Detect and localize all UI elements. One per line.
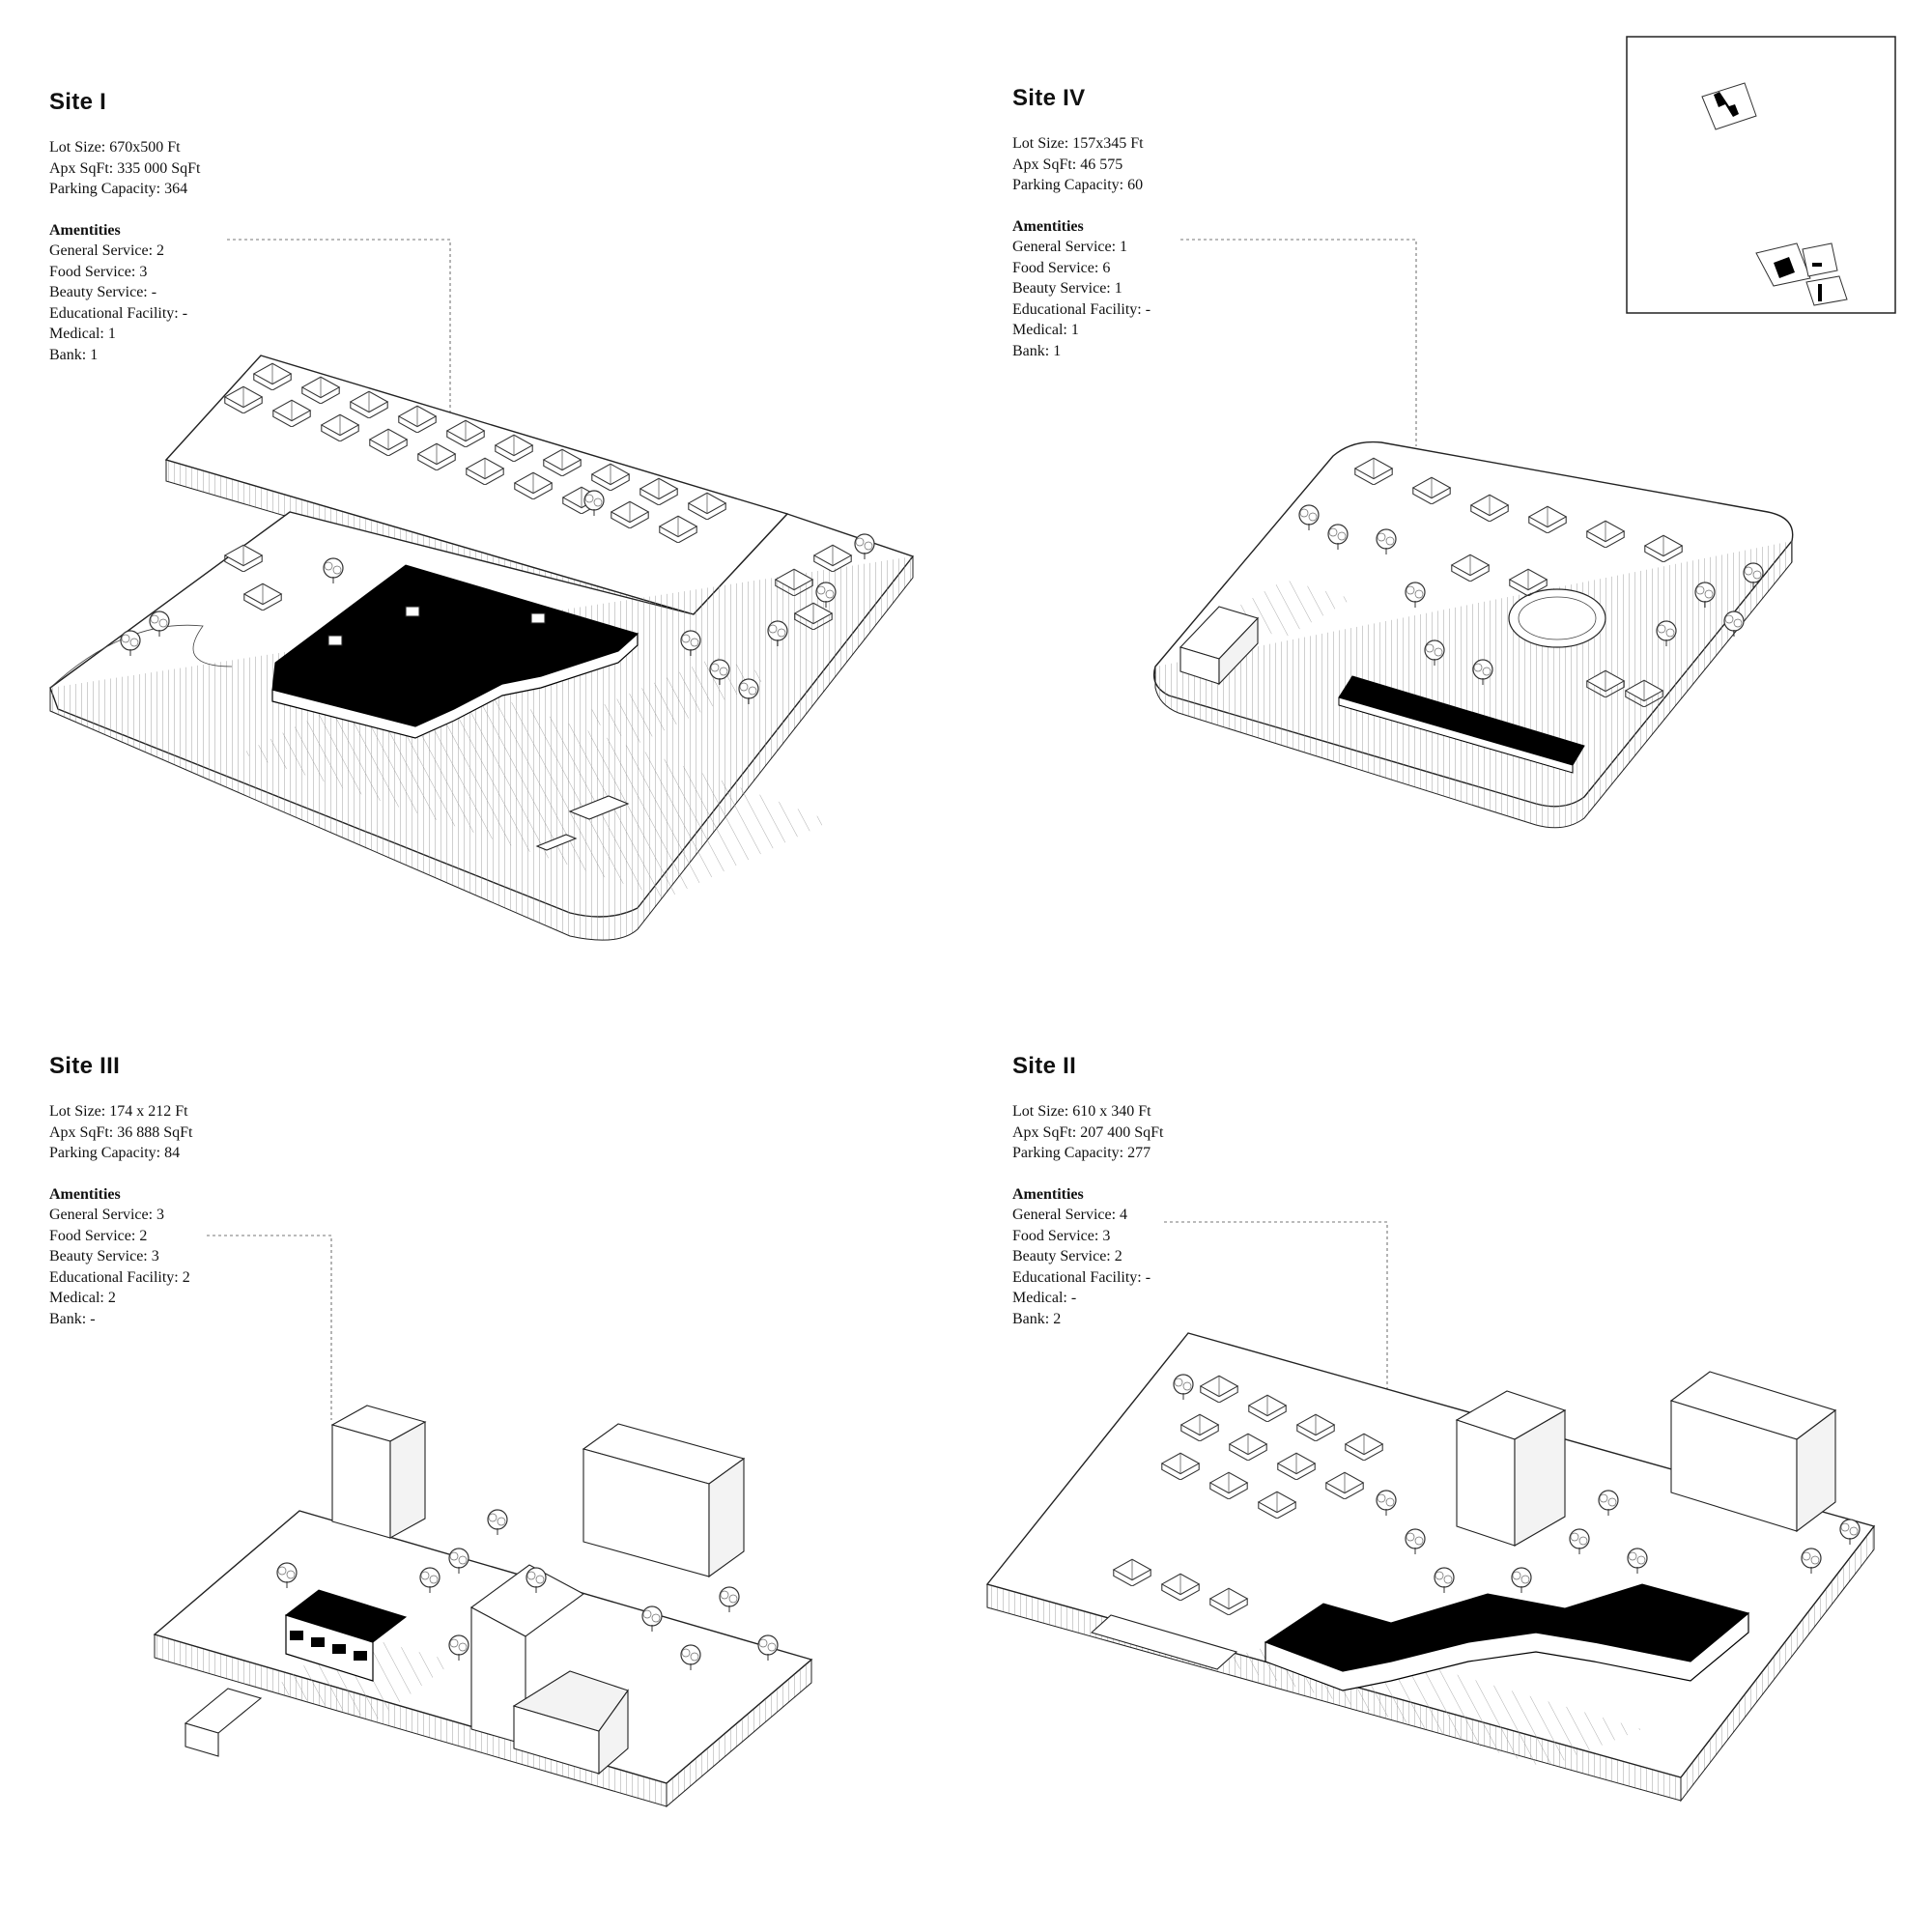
key-map <box>1626 36 1896 314</box>
site-4-store <box>1338 675 1585 766</box>
amenity-bank: Bank: - <box>49 1310 96 1327</box>
site-4-panel: Site IV Lot Size: 157x345 Ft Apx SqFt: 4… <box>1012 85 1151 361</box>
site-title: Site III <box>49 1053 121 1079</box>
amenity-food-service: Food Service: 3 <box>49 263 148 280</box>
approx-sqft: Apx SqFt: 207 400 SqFt <box>1012 1123 1164 1141</box>
parking-capacity: Parking Capacity: 277 <box>1012 1145 1151 1161</box>
amenities-heading: Amentities <box>49 221 121 239</box>
amenity-bank: Bank: 1 <box>1012 342 1062 359</box>
parking-capacity: Parking Capacity: 364 <box>49 181 188 197</box>
amenity-medical: Medical: 1 <box>49 326 116 342</box>
amenity-educational-facility: Educational Facility: - <box>49 304 188 322</box>
amenity-beauty-service: Beauty Service: 3 <box>49 1248 159 1264</box>
amenity-educational-facility: Educational Facility: - <box>1012 1268 1151 1286</box>
lot-size: Lot Size: 157x345 Ft <box>1012 135 1144 152</box>
amenity-general-service: General Service: 1 <box>1012 239 1128 255</box>
amenity-food-service: Food Service: 2 <box>49 1227 148 1244</box>
lot-size: Lot Size: 670x500 Ft <box>49 139 181 156</box>
site-4-drawing <box>1152 239 1794 829</box>
amenity-bank: Bank: 1 <box>49 346 99 363</box>
amenity-general-service: General Service: 4 <box>1012 1207 1128 1223</box>
parking-capacity: Parking Capacity: 84 <box>49 1145 181 1161</box>
lot-size: Lot Size: 174 x 212 Ft <box>49 1103 188 1120</box>
amenity-bank: Bank: 2 <box>1012 1310 1062 1327</box>
amenity-beauty-service: Beauty Service: - <box>49 284 157 300</box>
amenity-beauty-service: Beauty Service: 1 <box>1012 280 1122 297</box>
site-2-store <box>1264 1583 1750 1672</box>
site-2-panel: Site II Lot Size: 610 x 340 Ft Apx SqFt:… <box>1012 1053 1163 1329</box>
site-3-store <box>284 1589 408 1643</box>
amenities-heading: Amentities <box>49 1185 121 1203</box>
amenities-heading: Amentities <box>1012 1185 1084 1203</box>
amenity-medical: Medical: - <box>1012 1290 1077 1306</box>
site-title: Site I <box>49 89 107 115</box>
amenity-general-service: General Service: 2 <box>49 242 165 259</box>
amenity-medical: Medical: 1 <box>1012 322 1079 338</box>
amenity-food-service: Food Service: 3 <box>1012 1227 1111 1244</box>
site-3-panel: Site III Lot Size: 174 x 212 Ft Apx SqFt… <box>49 1053 192 1329</box>
site-3-drawing <box>153 1235 813 1808</box>
amenity-general-service: General Service: 3 <box>49 1207 165 1223</box>
amenity-food-service: Food Service: 6 <box>1012 259 1111 276</box>
approx-sqft: Apx SqFt: 335 000 SqFt <box>49 159 201 177</box>
amenity-educational-facility: Educational Facility: 2 <box>49 1268 190 1286</box>
approx-sqft: Apx SqFt: 36 888 SqFt <box>49 1123 193 1141</box>
site-1-store <box>271 564 639 727</box>
amenity-educational-facility: Educational Facility: - <box>1012 300 1151 318</box>
parking-capacity: Parking Capacity: 60 <box>1012 177 1144 193</box>
site-title: Site II <box>1012 1053 1077 1079</box>
site-1-panel: Site I Lot Size: 670x500 Ft Apx SqFt: 33… <box>49 89 200 365</box>
lot-size: Lot Size: 610 x 340 Ft <box>1012 1103 1151 1120</box>
amenity-beauty-service: Beauty Service: 2 <box>1012 1248 1122 1264</box>
site-title: Site IV <box>1012 85 1086 111</box>
approx-sqft: Apx SqFt: 46 575 <box>1012 156 1123 173</box>
amenity-medical: Medical: 2 <box>49 1290 116 1306</box>
amenities-heading: Amentities <box>1012 217 1084 235</box>
